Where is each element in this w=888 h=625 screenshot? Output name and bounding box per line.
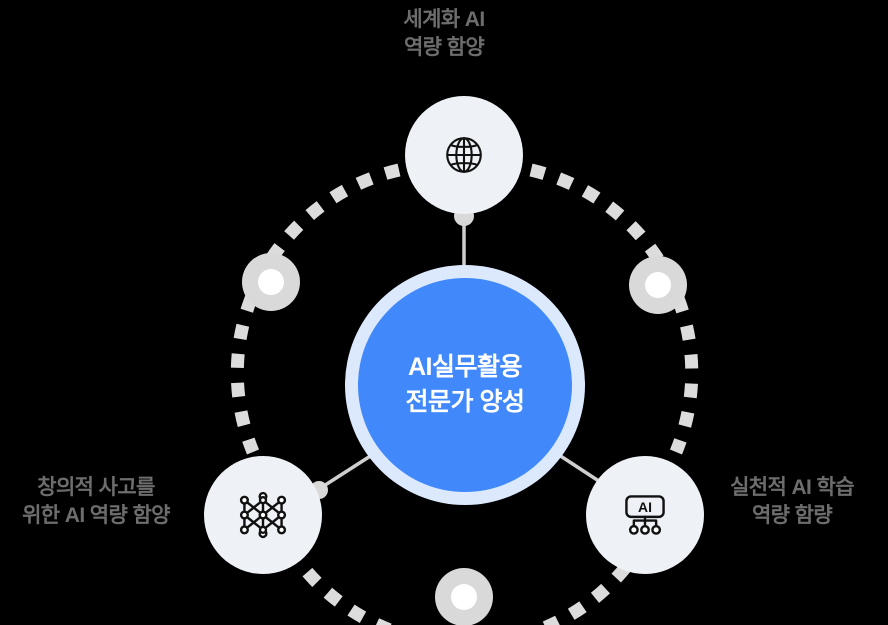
connector-markers [242,253,687,625]
node-practical-learning[interactable]: AI [586,456,704,574]
center-hub-inner: AI실무활용 전문가 양성 [358,278,572,492]
neural-network-icon [237,489,289,541]
dashed-arc-bottom [284,545,645,625]
center-hub-title-line2: 전문가 양성 [405,388,525,416]
ai-chip-icon: AI [619,489,671,541]
center-hub[interactable]: AI실무활용 전문가 양성 [345,265,585,505]
label-practical-learning-line1: 실천적 AI 학습 [730,476,854,499]
marker-upper-left[interactable] [242,253,300,311]
label-creative-thinking: 창의적 사고를 위한 AI 역량 함양 [6,474,186,531]
label-creative-thinking-line2: 위한 AI 역량 함양 [22,504,170,528]
marker-upper-right[interactable] [629,256,687,314]
svg-text:AI: AI [638,499,652,515]
node-globalization[interactable] [405,96,523,214]
label-practical-learning-line2: 역량 함량 [751,504,833,528]
marker-bottom[interactable] [435,568,493,625]
center-hub-title-line1: AI실무활용 [407,353,523,382]
label-practical-learning: 실천적 AI 학습 역량 함량 [702,474,882,531]
label-globalization-line2: 역량 함양 [403,36,485,60]
label-creative-thinking-line1: 창의적 사고를 [37,476,155,499]
label-globalization: 세계화 AI 역량 함양 [0,6,888,63]
globe-icon [441,132,487,178]
label-globalization-line1: 세계화 AI [403,8,485,31]
spoke-left [318,453,373,491]
node-creative-thinking[interactable] [204,456,322,574]
